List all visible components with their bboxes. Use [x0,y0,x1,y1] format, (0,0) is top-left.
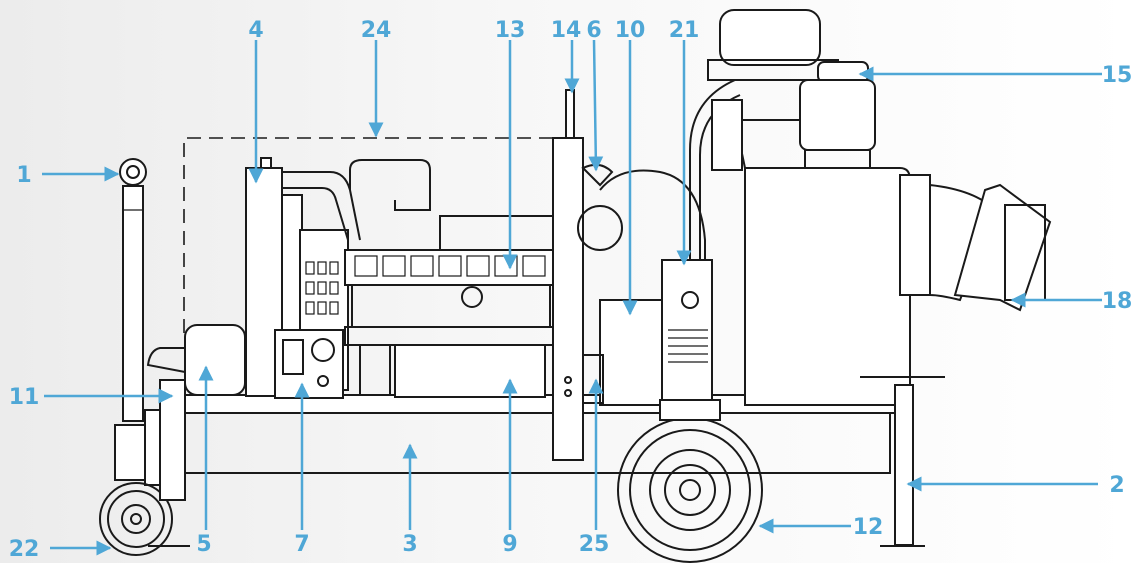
callout-25: 25 [579,532,610,557]
callout-7: 7 [294,532,309,557]
callout-9: 9 [502,532,517,557]
callout-12: 12 [853,515,884,540]
callout-14: 14 [551,18,582,43]
canopy-outline [183,137,560,333]
callout-labels: 1 2 3 4 5 6 7 9 10 11 12 13 14 15 18 21 … [9,18,1133,562]
rear-jack [860,376,945,547]
callout-11: 11 [9,385,40,410]
callout-5: 5 [196,532,211,557]
machine-drawing [99,9,1052,563]
callout-3: 3 [402,532,417,557]
lifting-pillar [552,89,584,461]
callout-1: 1 [16,163,31,188]
main-wheel [617,399,763,563]
engine [344,215,556,346]
callout-10: 10 [615,18,646,43]
callout-18: 18 [1102,289,1133,314]
callout-6: 6 [586,18,601,43]
callout-13: 13 [495,18,526,43]
control-panel [274,329,344,399]
callout-leaders [42,39,1102,556]
leader-6 [588,39,604,172]
discharge-flange [707,9,839,81]
callout-15: 15 [1102,63,1133,88]
separator-tank [799,61,876,169]
lifting-eye [119,158,147,422]
suction-elbow [929,183,1052,312]
callout-4: 4 [248,18,263,43]
callout-21: 21 [669,18,700,43]
fuel-tank [359,344,546,398]
callout-2: 2 [1109,473,1124,498]
callout-24: 24 [361,18,392,43]
vacuum-pump [661,259,713,401]
pump-casing [711,99,931,406]
callout-22: 22 [9,537,40,562]
